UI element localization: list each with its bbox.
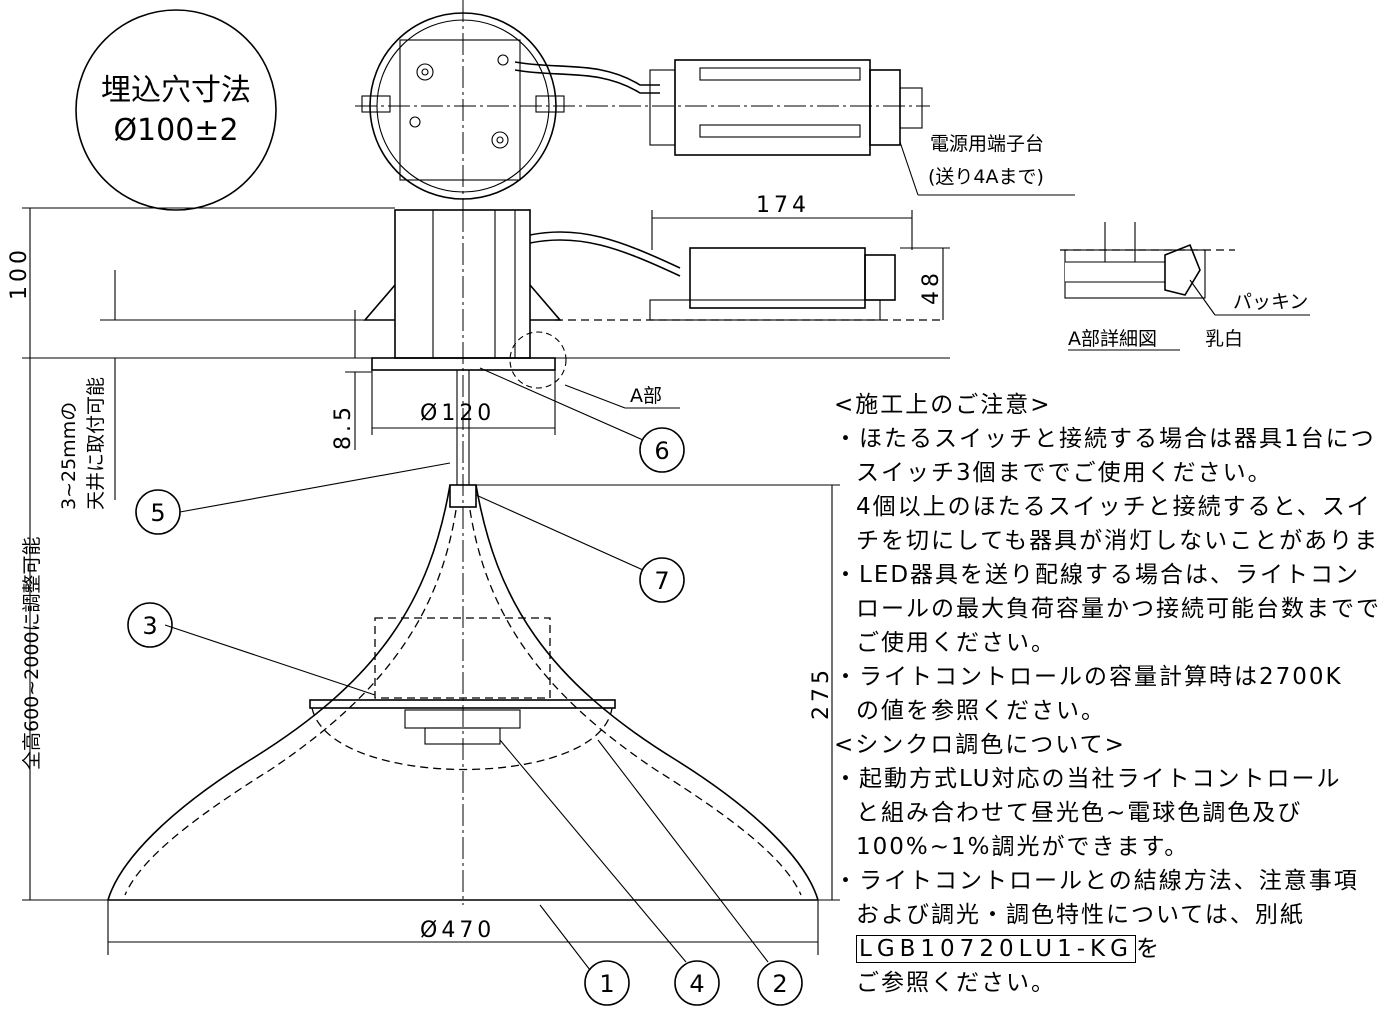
note-2c: ご使用ください。 — [856, 630, 1056, 656]
detail-title: A部詳細図 — [1068, 328, 1157, 350]
dim-8-5: 8.5 — [331, 403, 356, 450]
svg-text:6: 6 — [654, 437, 669, 465]
hole-size: Ø100±2 — [113, 113, 238, 148]
notes-heading-synchro: <シンクロ調色について> — [834, 732, 1126, 758]
note-3b: の値を参照ください。 — [856, 698, 1106, 724]
callout-3: 3 — [127, 602, 376, 696]
note-5b: および調光・調色特性については、別紙 — [856, 902, 1305, 928]
pendant-shade — [107, 484, 819, 901]
hole-title: 埋込穴寸法 — [101, 73, 251, 108]
dim-470: Ø470 — [420, 918, 495, 943]
dim-48: 48 — [919, 269, 944, 305]
note-5d: ご参照ください。 — [856, 970, 1056, 996]
note-4b: と組み合わせて昼光色~電球色調色及び — [856, 800, 1303, 826]
note-4c: 100%~1%調光ができます。 — [856, 834, 1190, 860]
white-label: 乳白 — [1205, 328, 1243, 350]
callout-1: 1 — [539, 904, 630, 1006]
dim-275: 275 — [809, 666, 834, 720]
note-4a: ・起動方式LU対応の当社ライトコントロール — [834, 766, 1342, 792]
callout-2: 2 — [597, 739, 803, 1006]
svg-text:4: 4 — [689, 970, 704, 998]
svg-text:7: 7 — [654, 567, 669, 595]
dim-120: Ø120 — [420, 401, 495, 426]
note-1c: 4個以上のほたるスイッチと接続すると、スイ — [856, 494, 1372, 520]
svg-text:2: 2 — [772, 970, 787, 998]
top-view — [355, 0, 930, 210]
note-1a: ・ほたるスイッチと接続する場合は器具1台につ — [834, 426, 1376, 452]
note-1d: チを切にしても器具が消灯しないことがありま — [856, 528, 1380, 554]
callout-7: 7 — [475, 494, 685, 603]
callout-6: 6 — [479, 367, 685, 473]
hole-circle — [75, 9, 277, 211]
svg-text:5: 5 — [150, 499, 165, 527]
terminal-note: (送り4Aまで) — [928, 166, 1044, 188]
packing-label: パッキン — [1233, 291, 1308, 313]
callout-5: 5 — [135, 462, 451, 535]
note-1b: スイッチ3個まででご使用ください。 — [856, 460, 1273, 486]
notes-heading-install: <施工上のご注意> — [834, 392, 1052, 418]
a-part-label: A部 — [630, 385, 662, 407]
callout-4: 4 — [499, 739, 720, 1006]
note-5a: ・ライトコントロールとの結線方法、注意事項 — [834, 868, 1359, 894]
drawing-page: 埋込穴寸法 Ø100±2 電源用端子台 (送り4Aまで) — [7, 0, 1381, 1006]
svg-text:3: 3 — [142, 612, 157, 640]
dim-total-height: 全高600~2000に調整可能 — [21, 536, 43, 770]
svg-text:1: 1 — [599, 970, 614, 998]
dim-174: 174 — [756, 193, 810, 218]
reference-code: LGB10720LU1-KG — [856, 935, 1136, 963]
technical-drawing: 埋込穴寸法 Ø100±2 電源用端子台 (送り4Aまで) — [7, 0, 1310, 1006]
note-2b: ロールの最大負荷容量かつ接続可能台数までで — [856, 596, 1381, 622]
detail-a — [1060, 222, 1310, 316]
dim-100: 100 — [7, 246, 32, 300]
note-3a: ・ライトコントロールの容量計算時は2700K — [834, 664, 1343, 690]
notes-panel: <施工上のご注意> ・ほたるスイッチと接続する場合は器具1台につ スイッチ3個ま… — [834, 388, 1381, 1000]
ceiling-line1: 3~25mmの — [58, 402, 80, 510]
terminal-label: 電源用端子台 — [930, 133, 1044, 155]
note-5c-tail: を — [1135, 936, 1161, 962]
ceiling-line2: 天井に取付可能 — [85, 377, 107, 510]
note-2a: ・LED器具を送り配線する場合は、ライトコン — [834, 562, 1361, 588]
